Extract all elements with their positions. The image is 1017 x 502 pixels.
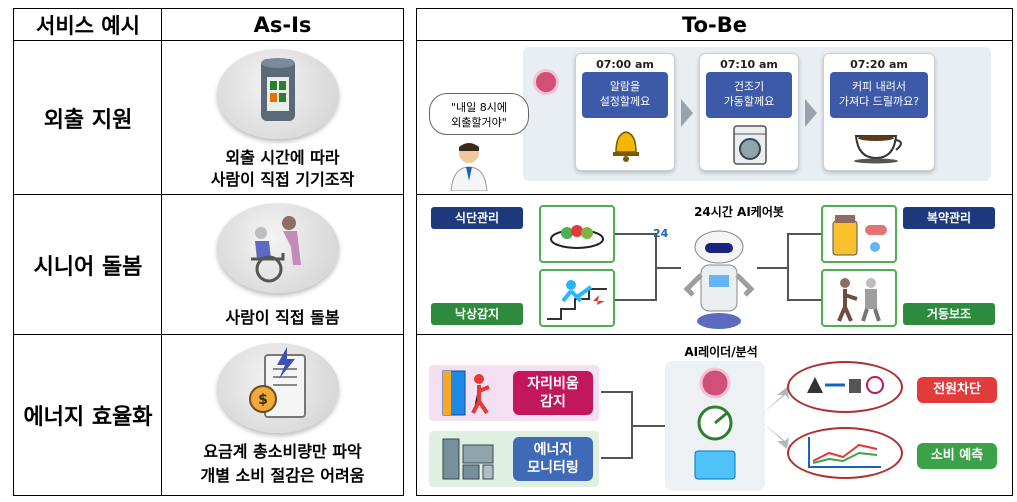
- arrow-icon: [805, 99, 817, 127]
- card-message: 건조기 가동할께요: [706, 72, 792, 118]
- fall-icon: [539, 269, 615, 327]
- header-service-example: 서비스 예시: [13, 8, 163, 42]
- connector-line: [757, 267, 787, 269]
- svg-text:$: $: [258, 392, 268, 408]
- card-time: 07:10 am: [720, 58, 778, 71]
- card-message: 커피 내려서 가져다 드릴까요?: [830, 72, 928, 118]
- header-to-be: To-Be: [416, 8, 1013, 42]
- connector-line: [615, 233, 655, 235]
- consumption-forecast-tag: 소비 예측: [917, 443, 997, 469]
- connector-line: [601, 457, 631, 459]
- tag-diet: 식단관리: [431, 207, 523, 229]
- row-label-senior: 시니어 돌봄: [13, 194, 163, 336]
- away-detect-label: 자리비움 감지: [513, 371, 593, 415]
- consumption-graph-icon: [787, 427, 903, 479]
- asis-cell-senior: 사람이 직접 돌봄: [161, 194, 404, 336]
- schedule-card-1: 07:00 am 알람을 설정할께요: [575, 53, 675, 171]
- asis-caption-line1: 외출 시간에 따라: [225, 148, 340, 167]
- arrow-icon: [681, 99, 693, 127]
- asis-caption-line2: 사람이 직접 기기조작: [210, 170, 355, 189]
- energy-monitor-box: 에너지 모니터링: [429, 431, 599, 487]
- connector-line: [601, 391, 631, 393]
- person-icon: [447, 139, 491, 192]
- asis-caption-line1: 사람이 직접 돌봄: [225, 308, 340, 327]
- walking-assist-icon: [821, 269, 897, 327]
- card-time: 07:00 am: [596, 58, 654, 71]
- tag-medication: 복약관리: [903, 207, 995, 229]
- asis-table: 서비스 예시 As-Is 외출 지원 외출 시간에 따라 사람이 직접 기기조작…: [13, 8, 404, 496]
- tobe-table: To-Be "내일 8시에 외출할거야" 07:00 am 알람을 설정할께요: [416, 8, 1013, 496]
- connector-line: [631, 425, 665, 427]
- row-label-outing: 외출 지원: [13, 40, 163, 196]
- care-bot-title: 24시간 AI케어봇: [694, 205, 784, 219]
- asis-caption-line2: 개별 소비 절감은 어려움: [200, 466, 365, 485]
- connector-line: [787, 299, 821, 301]
- connector-line: [615, 299, 655, 301]
- connector-line: [787, 233, 789, 301]
- wheelchair-care-icon: [217, 203, 339, 293]
- washer-icon: [730, 124, 770, 166]
- away-detect-box: 자리비움 감지: [429, 365, 599, 421]
- care-robot-icon: [679, 223, 759, 333]
- tobe-panel-senior: 식단관리 낙상감지 복약관리 거동보조 24시간 AI케어봇 24: [416, 194, 1013, 336]
- asis-cell-energy: $ 요금계 총소비량만 파악 개별 소비 절감은 어려움: [161, 334, 404, 496]
- speech-bubble: "내일 8시에 외출할거야": [429, 93, 529, 135]
- tag-fall-detection: 낙상감지: [431, 303, 523, 325]
- coffee-icon: [852, 130, 908, 164]
- ai-speaker-icon: [533, 69, 559, 95]
- asis-cell-outing: 외출 시간에 따라 사람이 직접 기기조작: [161, 40, 404, 196]
- energy-monitor-label: 에너지 모니터링: [513, 437, 593, 481]
- card-message: 알람을 설정할께요: [582, 72, 668, 118]
- power-cutoff-icon: [787, 361, 903, 413]
- smart-home-device-icon: [217, 49, 339, 139]
- card-time: 07:20 am: [850, 58, 908, 71]
- schedule-card-3: 07:20 am 커피 내려서 가져다 드릴까요?: [823, 53, 935, 171]
- bell-icon: [606, 124, 646, 164]
- row-label-energy: 에너지 효율화: [13, 334, 163, 496]
- connector-line: [787, 233, 821, 235]
- power-cutoff-tag: 전원차단: [917, 377, 997, 403]
- connector-line: [655, 267, 681, 269]
- appliance-icon: [439, 435, 499, 483]
- radar-analysis-icon: [665, 361, 765, 491]
- salad-icon: [539, 205, 615, 263]
- tag-mobility: 거동보조: [903, 303, 995, 325]
- asis-caption-line1: 요금계 총소비량만 파악: [203, 442, 362, 461]
- door-exit-icon: [439, 369, 499, 417]
- medicine-icon: [821, 205, 897, 263]
- radar-title: AI레이더/분석: [684, 345, 758, 359]
- arrow-icon: [763, 373, 793, 463]
- header-as-is: As-Is: [161, 8, 404, 42]
- schedule-card-2: 07:10 am 건조기 가동할께요: [699, 53, 799, 171]
- tobe-panel-energy: AI레이더/분석 자리비움 감지 에너: [416, 334, 1013, 496]
- tobe-panel-outing: "내일 8시에 외출할거야" 07:00 am 알람을 설정할께요: [416, 40, 1013, 196]
- bill-icon: $: [217, 343, 339, 433]
